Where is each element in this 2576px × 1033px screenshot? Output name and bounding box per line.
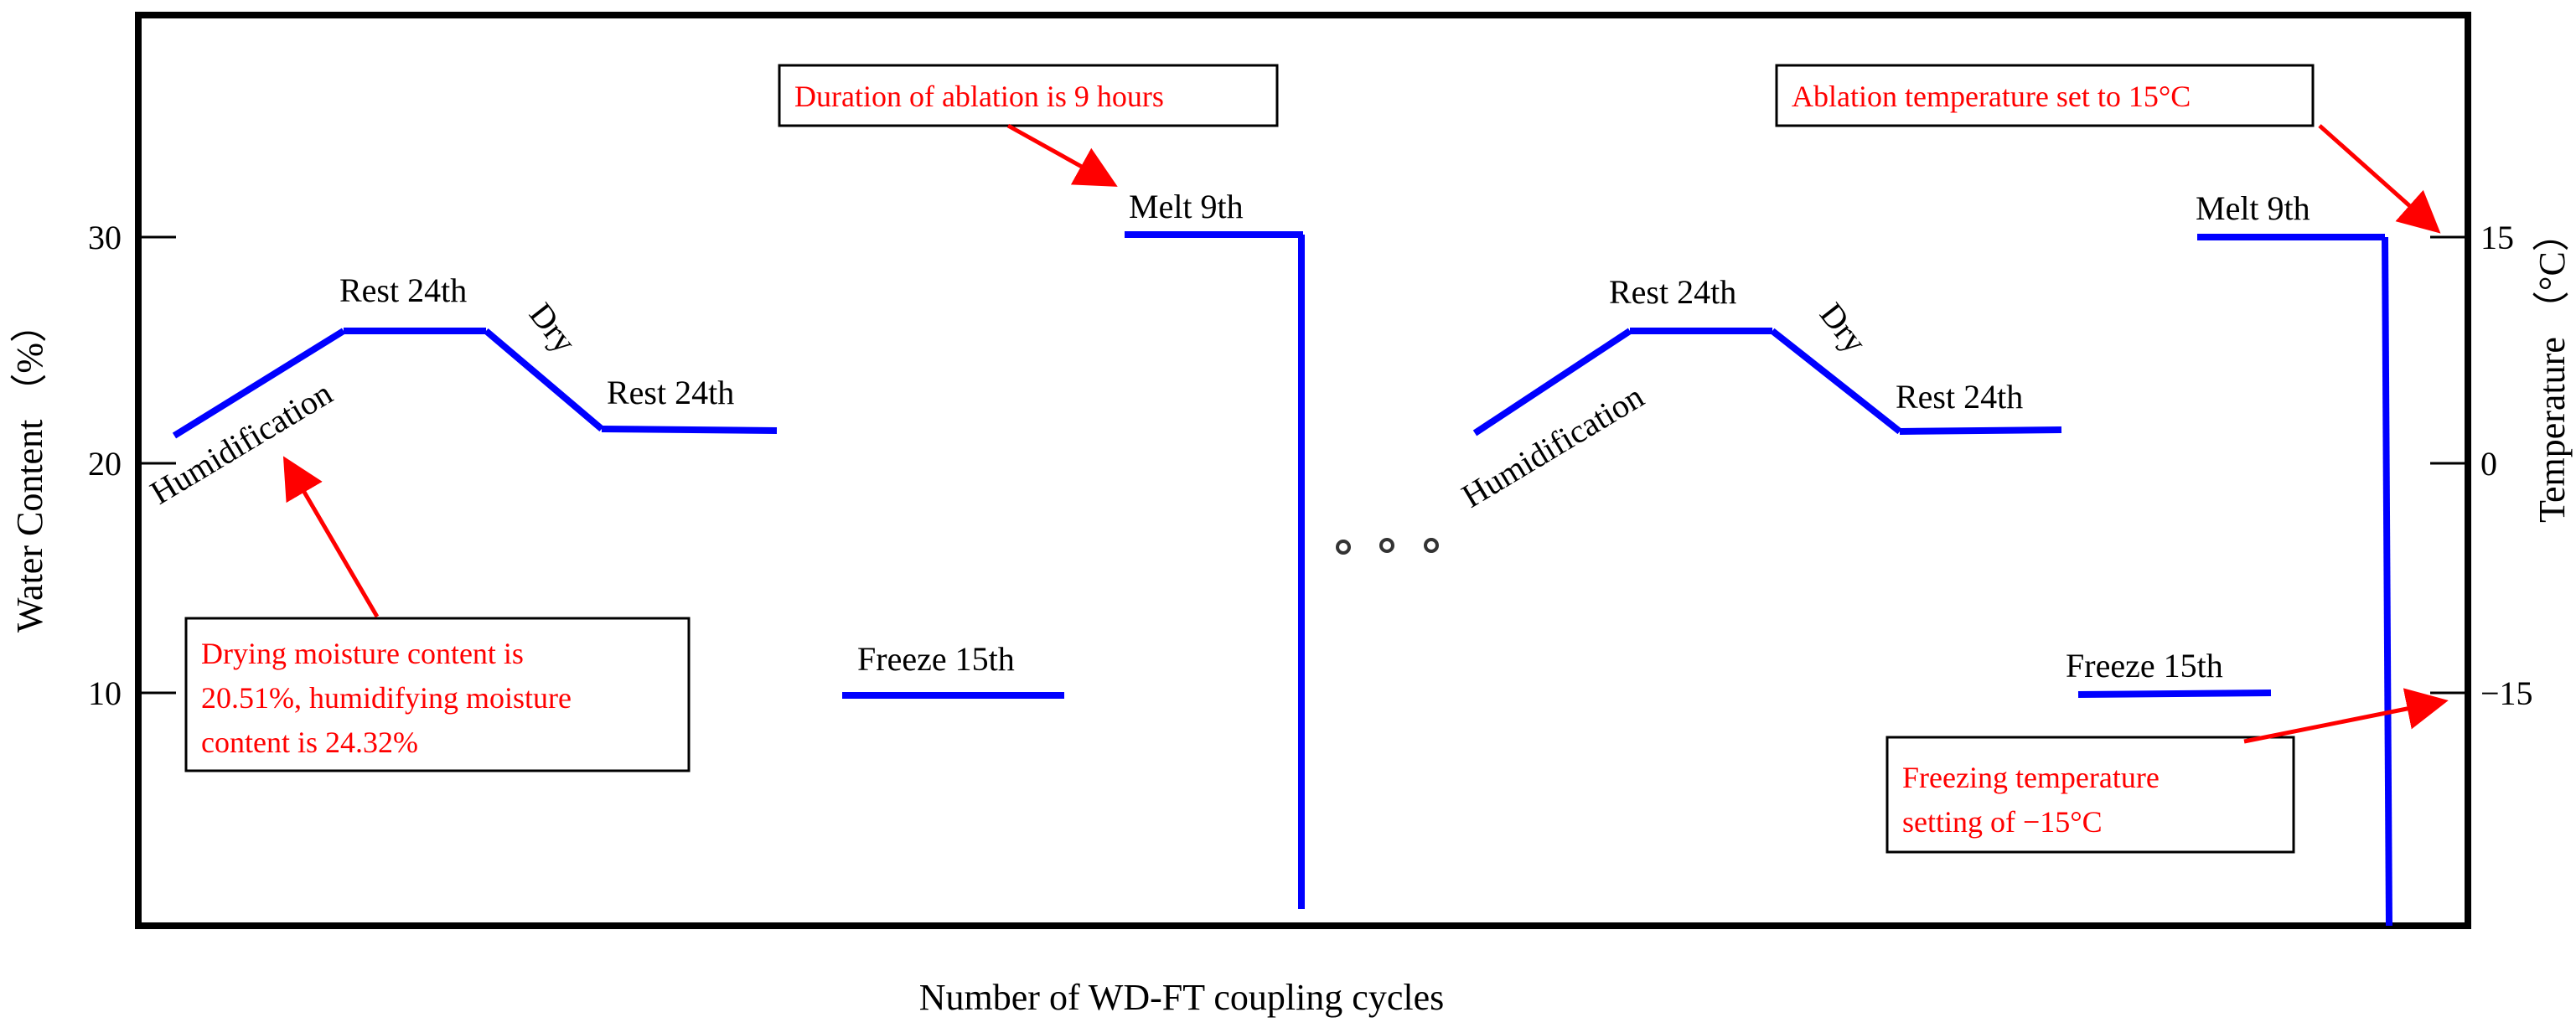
right-axis: 15 0 −15 bbox=[2430, 219, 2533, 712]
label-rest-2b: Rest 24th bbox=[1896, 378, 2023, 416]
annotation-freezing-temp-line1: Freezing temperature bbox=[1902, 761, 2160, 794]
label-rest-2a: Rest 24th bbox=[1609, 273, 1736, 311]
annotation-moisture-line1: Drying moisture content is bbox=[201, 637, 524, 670]
label-rest-1a: Rest 24th bbox=[339, 271, 467, 309]
annotation-ablation-duration: Duration of ablation is 9 hours bbox=[778, 64, 1279, 187]
series-cycle-1 bbox=[172, 231, 1305, 909]
segment-humidification-2 bbox=[1472, 328, 1632, 436]
right-tick-label-minus15: −15 bbox=[2480, 674, 2533, 712]
annotation-moisture-line2: 20.51%, humidifying moisture bbox=[201, 681, 572, 715]
annotation-ablation-duration-arrow bbox=[1006, 123, 1118, 187]
annotation-ablation-temp-arrow bbox=[2318, 124, 2441, 234]
ellipsis-dot-2 bbox=[1379, 538, 1394, 553]
annotation-freezing-temp: Freezing temperature setting of −15°C bbox=[1885, 688, 2449, 854]
annotation-ablation-duration-text: Duration of ablation is 9 hours bbox=[794, 80, 1164, 113]
label-freeze-2: Freeze 15th bbox=[2066, 647, 2223, 684]
right-axis-title: Temperature （°C） bbox=[2532, 214, 2573, 523]
annotation-moisture-line3: content is 24.32% bbox=[201, 726, 418, 759]
annotation-freezing-temp-arrow bbox=[2243, 688, 2449, 744]
segment-humidification-1 bbox=[172, 328, 346, 439]
segment-rest-1b bbox=[601, 426, 778, 434]
segment-melt-2-drop bbox=[2382, 236, 2392, 927]
right-tick-label-15: 15 bbox=[2480, 219, 2514, 256]
segment-dry-1 bbox=[484, 328, 604, 432]
annotation-ablation-duration-box bbox=[778, 64, 1279, 127]
label-melt-1: Melt 9th bbox=[1129, 188, 1244, 225]
segment-rest-2b bbox=[1899, 426, 2062, 435]
segment-dry-2 bbox=[1770, 328, 1902, 435]
ellipsis-dot-3 bbox=[1424, 538, 1439, 553]
annotation-ablation-temp: Ablation temperature set to 15°C bbox=[1775, 64, 2441, 234]
plot-frame bbox=[135, 12, 2471, 929]
continuation-ellipsis bbox=[1336, 538, 1439, 555]
label-humidification-2: Humidification bbox=[1455, 377, 1650, 514]
annotation-ablation-temp-box bbox=[1775, 64, 2315, 127]
left-tick-label-30: 30 bbox=[88, 219, 122, 256]
annotation-moisture-arrow bbox=[282, 456, 380, 618]
x-axis-title: Number of WD-FT coupling cycles bbox=[919, 977, 1444, 1018]
left-axis: 30 20 10 bbox=[88, 219, 176, 712]
annotation-moisture-box bbox=[184, 617, 691, 772]
series-cycle-2 bbox=[1472, 234, 2392, 927]
ellipsis-dot-1 bbox=[1336, 540, 1351, 555]
annotation-ablation-temp-text: Ablation temperature set to 15°C bbox=[1792, 80, 2191, 113]
label-freeze-1: Freeze 15th bbox=[857, 640, 1015, 678]
annotation-freezing-temp-line2: setting of −15°C bbox=[1902, 805, 2103, 839]
label-dry-2: Dry bbox=[1813, 296, 1875, 360]
label-dry-1: Dry bbox=[522, 296, 584, 360]
label-melt-2: Melt 9th bbox=[2196, 189, 2310, 227]
left-tick-label-20: 20 bbox=[88, 445, 122, 483]
label-rest-1b: Rest 24th bbox=[607, 374, 734, 411]
left-tick-label-10: 10 bbox=[88, 674, 122, 712]
annotation-freezing-temp-box bbox=[1885, 736, 2295, 854]
right-tick-label-0: 0 bbox=[2480, 445, 2497, 483]
left-axis-title: Water Content （%） bbox=[9, 306, 50, 633]
segment-freeze-2 bbox=[2077, 690, 2272, 698]
annotation-moisture: Drying moisture content is 20.51%, humid… bbox=[184, 456, 691, 772]
